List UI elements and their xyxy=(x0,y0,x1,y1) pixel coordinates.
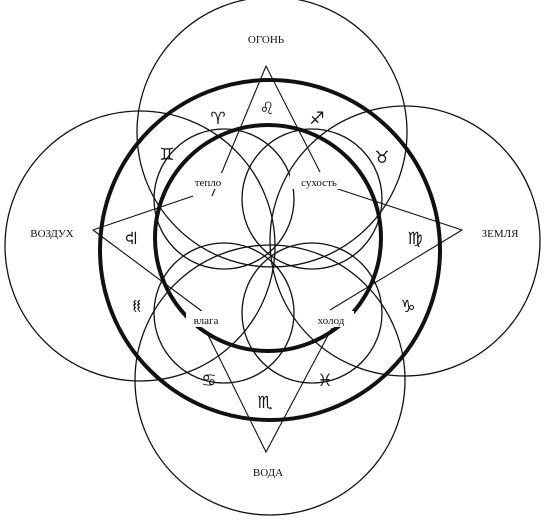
connector-lines xyxy=(91,64,464,454)
cold-label: холод xyxy=(318,315,345,327)
leo-icon: ♌ xyxy=(259,99,274,119)
earth-triangle xyxy=(329,187,464,311)
dryness-label: сухость xyxy=(301,177,337,189)
libra-icon: ♎ xyxy=(122,230,142,245)
cancer-icon: ♋ xyxy=(201,371,216,391)
inner-zodiac-ring xyxy=(153,123,383,353)
capricorn-icon: ♑ xyxy=(400,297,415,317)
water-triangle xyxy=(205,327,333,454)
gemini-icon: ♊ xyxy=(159,145,174,165)
water-label: ВОДА xyxy=(253,467,283,479)
air-label: ВОЗДУХ xyxy=(30,228,74,240)
air-triangle xyxy=(91,195,208,316)
scorpio-icon: ♏ xyxy=(257,393,272,413)
cold-circle xyxy=(241,242,383,384)
moisture-circle xyxy=(153,242,295,384)
earth-label: ЗЕМЛЯ xyxy=(482,228,519,240)
warmth-circle xyxy=(153,128,295,270)
pisces-icon: ♓ xyxy=(317,371,332,391)
fire-triangle xyxy=(211,64,321,197)
warmth-label: тепло xyxy=(195,177,222,189)
taurus-icon: ♉ xyxy=(374,148,389,168)
aries-icon: ♈ xyxy=(210,109,225,129)
air-circle xyxy=(4,110,276,382)
aquarius-icon: ♒ xyxy=(128,298,148,313)
quality-labels: тепло сухость влага холод xyxy=(186,173,354,327)
outer-zodiac-ring xyxy=(98,78,442,422)
moisture-label: влага xyxy=(194,315,219,327)
fire-label: ОГОНЬ xyxy=(248,34,284,46)
virgo-icon: ♍ xyxy=(407,229,422,249)
zodiac-signs: ♈ ♌ ♐ ♊ ♉ ♎ ♍ ♒ ♑ ♋ ♏ ♓ xyxy=(122,99,423,413)
dryness-circle xyxy=(241,128,383,270)
water-circle xyxy=(134,244,406,516)
sagittarius-icon: ♐ xyxy=(309,109,324,129)
